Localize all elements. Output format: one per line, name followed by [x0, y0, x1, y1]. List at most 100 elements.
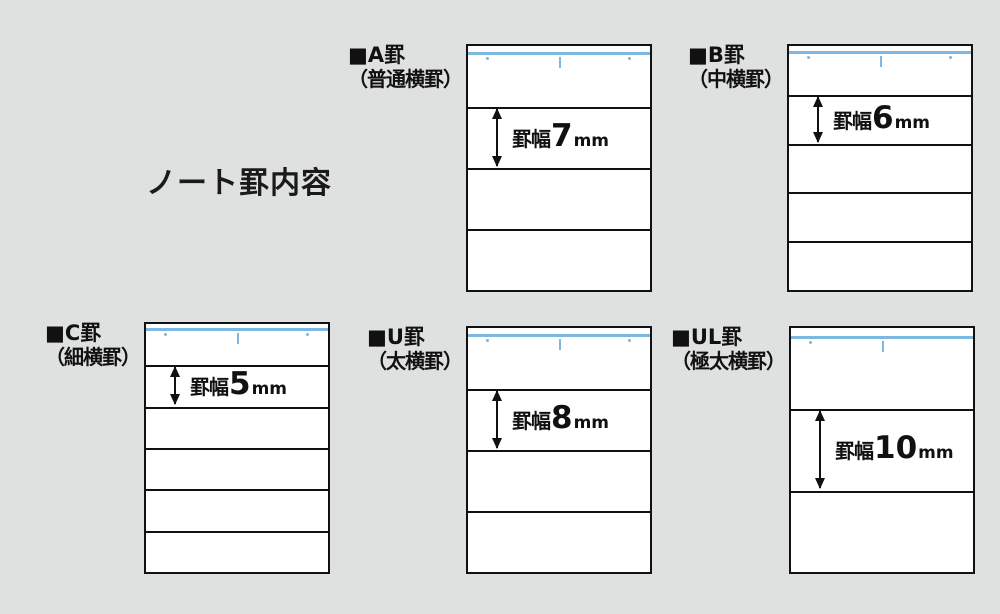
rule-line-c-5 — [146, 531, 328, 533]
dimension-arrow-ul — [813, 410, 827, 489]
margin-line-b — [789, 51, 971, 54]
dimension-unit-u: mm — [573, 412, 610, 433]
ruling-name-ul: （極太横罫） — [671, 348, 786, 373]
margin-tick-c-0 — [164, 333, 167, 336]
rule-line-b-4 — [789, 241, 971, 243]
margin-tick-c-1 — [237, 333, 239, 344]
rule-line-c-4 — [146, 489, 328, 491]
ruling-code-u: ■U罫 — [367, 325, 425, 349]
margin-tick-b-2 — [949, 56, 952, 59]
dimension-arrow-c — [168, 366, 182, 405]
margin-tick-a-1 — [559, 57, 561, 68]
dimension-arrowhead-down-a — [492, 156, 502, 167]
margin-tick-ul-0 — [809, 341, 812, 344]
margin-tick-ul-1 — [882, 341, 884, 352]
ruling-name-u: （太横罫） — [367, 348, 463, 373]
ruling-code-a: ■A罫 — [348, 43, 406, 67]
dimension-shaft-ul — [819, 411, 821, 488]
dimension-shaft-u — [496, 391, 498, 448]
dimension-unit-ul: mm — [918, 442, 954, 463]
rule-line-u-2 — [468, 450, 650, 452]
ruling-block-b: ■B罫 （中横罫） 罫幅 6 mm — [688, 43, 973, 292]
notebook-page-ul — [789, 326, 975, 574]
dimension-caption-a: 罫幅 7 mm — [512, 118, 609, 154]
dimension-shaft-a — [496, 109, 498, 166]
page-title: ノート罫内容 — [146, 166, 332, 201]
ruling-label-c: ■C罫 （細横罫） — [45, 321, 141, 369]
rule-line-ul-1 — [791, 409, 973, 411]
dimension-shaft-c — [174, 367, 176, 404]
ruling-block-ul: ■UL罫 （極太横罫） 罫幅 10 mm — [671, 325, 975, 574]
margin-line-c — [146, 328, 328, 331]
ruling-label-u: ■U罫 （太横罫） — [367, 325, 463, 373]
notebook-page-u — [466, 326, 652, 574]
dimension-arrowhead-up-u — [492, 390, 502, 401]
dimension-caption-b: 罫幅 6 mm — [833, 100, 930, 136]
ruling-code-c: ■C罫 — [45, 321, 102, 345]
margin-line-u — [468, 334, 650, 337]
dimension-arrowhead-up-b — [813, 96, 823, 107]
dimension-arrowhead-down-ul — [815, 478, 825, 489]
dimension-arrowhead-down-u — [492, 438, 502, 449]
rule-line-c-3 — [146, 448, 328, 450]
rule-line-b-3 — [789, 192, 971, 194]
ruling-name-b: （中横罫） — [688, 66, 784, 91]
dimension-caption-ul: 罫幅 10 mm — [835, 430, 954, 466]
dimension-value-ul: 10 — [874, 429, 918, 466]
margin-tick-u-2 — [628, 339, 631, 342]
margin-tick-a-0 — [486, 57, 489, 60]
ruling-label-a: ■A罫 （普通横罫） — [348, 43, 463, 89]
ruling-block-a: ■A罫 （普通横罫） 罫幅 7 mm — [348, 43, 652, 292]
dimension-arrowhead-down-c — [170, 394, 180, 405]
dimension-word-c: 罫幅 — [190, 374, 229, 399]
dimension-value-b: 6 — [872, 99, 894, 136]
dimension-word-a: 罫幅 — [512, 126, 551, 151]
ruling-label-ul: ■UL罫 （極太横罫） — [671, 325, 786, 373]
dimension-caption-c: 罫幅 5 mm — [190, 366, 287, 402]
ruling-label-b: ■B罫 （中横罫） — [688, 43, 784, 91]
notebook-page-a — [466, 44, 652, 292]
dimension-value-c: 5 — [229, 365, 251, 402]
dimension-arrowhead-down-b — [813, 132, 823, 143]
dimension-unit-c: mm — [251, 378, 288, 399]
margin-line-ul — [791, 336, 973, 339]
dimension-caption-u: 罫幅 8 mm — [512, 400, 609, 436]
margin-tick-b-1 — [880, 56, 882, 67]
margin-tick-u-0 — [486, 339, 489, 342]
dimension-arrowhead-up-c — [170, 366, 180, 377]
ruling-block-c: ■C罫 （細横罫） 罫幅 5 mm — [45, 321, 330, 574]
dimension-word-ul: 罫幅 — [835, 438, 874, 463]
ruling-block-u: ■U罫 （太横罫） 罫幅 8 mm — [367, 325, 652, 574]
rule-line-u-3 — [468, 511, 650, 513]
rule-line-ul-2 — [791, 491, 973, 493]
rule-line-b-1 — [789, 95, 971, 97]
margin-tick-b-0 — [807, 56, 810, 59]
ruling-name-c: （細横罫） — [45, 344, 141, 369]
rule-line-a-2 — [468, 168, 650, 170]
margin-tick-a-2 — [628, 57, 631, 60]
dimension-word-b: 罫幅 — [833, 108, 872, 133]
notebook-page-c — [144, 322, 330, 574]
rule-line-a-1 — [468, 107, 650, 109]
rule-line-c-2 — [146, 407, 328, 409]
margin-tick-c-2 — [306, 333, 309, 336]
dimension-shaft-b — [817, 97, 819, 142]
dimension-arrow-u — [490, 390, 504, 449]
dimension-arrowhead-up-a — [492, 108, 502, 119]
dimension-arrow-a — [490, 108, 504, 167]
margin-line-a — [468, 52, 650, 55]
dimension-unit-b: mm — [894, 112, 931, 133]
ruling-code-ul: ■UL罫 — [671, 325, 743, 349]
dimension-unit-a: mm — [573, 130, 610, 151]
rule-line-c-1 — [146, 365, 328, 367]
rule-line-b-2 — [789, 144, 971, 146]
margin-tick-u-1 — [559, 339, 561, 350]
dimension-value-a: 7 — [551, 117, 573, 154]
dimension-value-u: 8 — [551, 399, 573, 436]
rule-line-a-3 — [468, 229, 650, 231]
dimension-word-u: 罫幅 — [512, 408, 551, 433]
notebook-page-b — [787, 44, 973, 292]
dimension-arrow-b — [811, 96, 825, 143]
rule-line-u-1 — [468, 389, 650, 391]
